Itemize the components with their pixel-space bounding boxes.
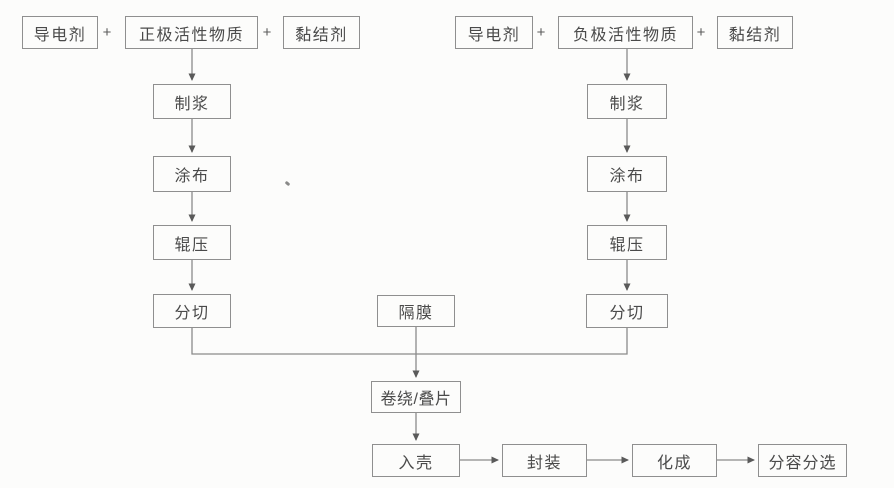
node-cathode-coating: 涂布 [153, 156, 231, 192]
node-formation: 化成 [632, 444, 717, 477]
node-separator: 隔膜 [377, 295, 455, 327]
node-casing: 入壳 [372, 444, 460, 477]
node-winding-stacking: 卷绕/叠片 [371, 381, 461, 413]
plus-sign: + [536, 23, 546, 41]
node-anode-coating: 涂布 [587, 156, 667, 192]
node-cathode-roll-pressing: 辊压 [153, 225, 231, 260]
node-anode-roll-pressing: 辊压 [587, 225, 667, 260]
node-cathode-active-material: 正极活性物质 [125, 16, 258, 49]
plus-sign: + [102, 23, 112, 41]
node-capacity-grading-sorting: 分容分选 [758, 444, 847, 477]
node-cathode-slitting: 分切 [153, 294, 231, 328]
node-anode-conductive-agent: 导电剂 [455, 16, 533, 49]
node-sealing: 封装 [502, 444, 587, 477]
node-anode-binder: 黏结剂 [717, 16, 793, 49]
node-cathode-binder: 黏结剂 [283, 16, 360, 49]
plus-sign: + [696, 23, 706, 41]
node-anode-slitting: 分切 [586, 294, 668, 328]
node-cathode-slurry-making: 制浆 [153, 84, 231, 119]
node-anode-slurry-making: 制浆 [587, 84, 667, 119]
node-cathode-conductive-agent: 导电剂 [22, 16, 98, 49]
plus-sign: + [262, 23, 272, 41]
node-anode-active-material: 负极活性物质 [558, 16, 693, 49]
